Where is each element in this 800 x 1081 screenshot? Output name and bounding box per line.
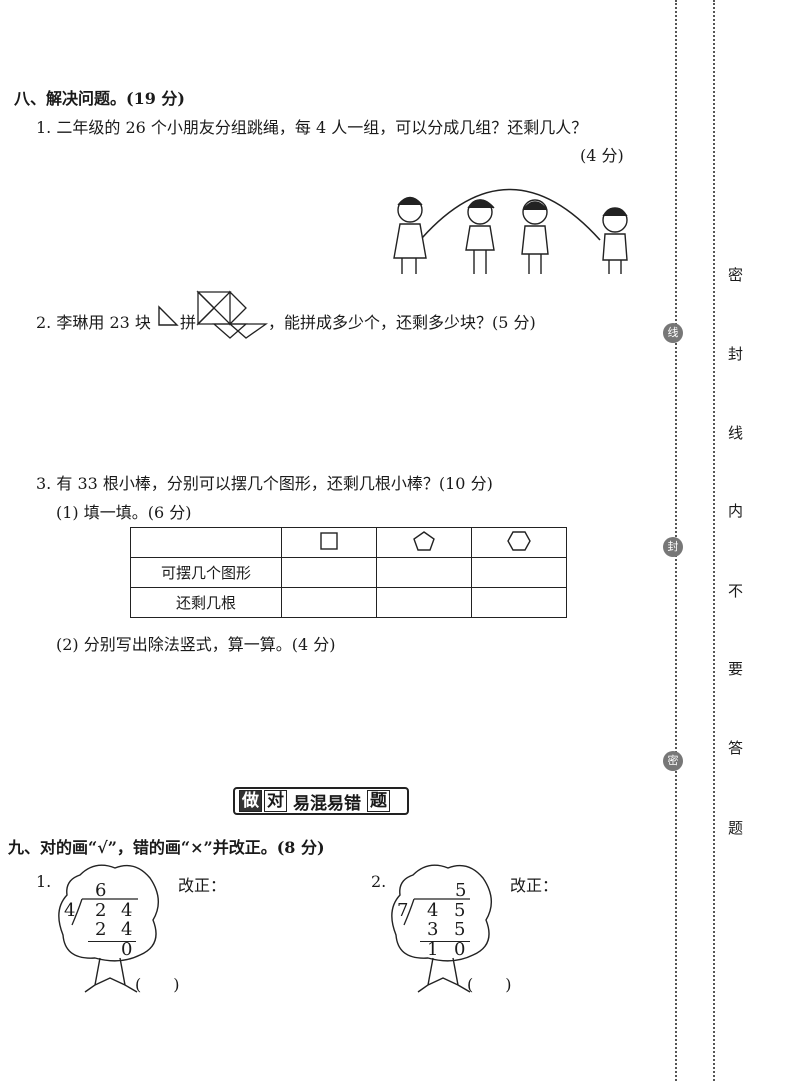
remainder: 0: [121, 939, 133, 960]
dividend-digit: 5: [454, 900, 466, 921]
quotient: 5: [455, 880, 467, 901]
quotient: 6: [95, 880, 107, 901]
division-bracket: [71, 898, 138, 926]
banner-char: 做: [239, 790, 262, 812]
answer-parentheses[interactable]: ( ): [135, 975, 180, 994]
banner-text: 易混易错: [293, 793, 361, 814]
jump-rope-kids-illustration: [393, 188, 628, 274]
question-3-part-1: (1) 填一填。(6 分): [56, 503, 192, 522]
question-2-middle: 拼: [180, 313, 197, 332]
seal-char: 密: [728, 266, 744, 284]
binding-dotted-line-outer: [713, 0, 715, 1081]
pentagon-icon: [413, 530, 435, 551]
table-answer-cell[interactable]: [471, 587, 567, 618]
seal-char: 答: [728, 739, 744, 757]
table-header-hexagon: [471, 527, 567, 558]
item-1-number: 1.: [36, 872, 52, 891]
table-answer-cell[interactable]: [376, 557, 472, 588]
product-digit: 4: [121, 919, 133, 940]
divisor: 7: [397, 900, 409, 921]
tangram-figure-icon: [196, 290, 268, 339]
table-header-pentagon: [376, 527, 472, 558]
subtraction-line: [88, 941, 136, 942]
product-digit: 3: [427, 919, 439, 940]
dividend-digit: 4: [427, 900, 439, 921]
question-1-score: (4 分): [580, 146, 624, 165]
table-header-empty: [130, 527, 282, 558]
remainder-digit: 0: [454, 939, 466, 960]
table-row-label: 还剩几根: [130, 587, 282, 618]
tree-outline-2: [391, 864, 492, 993]
table-header-square: [281, 527, 377, 558]
table-answer-cell[interactable]: [376, 587, 472, 618]
banner-char: 题: [367, 790, 390, 812]
seal-char: 封: [728, 345, 744, 363]
seal-char: 不: [728, 582, 744, 600]
remainder-digit: 1: [427, 939, 439, 960]
table-answer-cell[interactable]: [281, 587, 377, 618]
correction-label: 改正：: [510, 876, 559, 895]
seal-char: 要: [728, 660, 744, 678]
hexagon-icon: [507, 530, 531, 551]
question-2-prefix: 2. 李琳用 23 块: [36, 313, 151, 332]
product-digit: 2: [95, 919, 107, 940]
dividend-digit: 4: [121, 900, 133, 921]
correction-label: 改正：: [178, 876, 227, 895]
seal-char: 题: [728, 819, 744, 837]
seal-char: 内: [728, 502, 744, 520]
table-answer-cell[interactable]: [471, 557, 567, 588]
subtraction-line: [420, 941, 470, 942]
answer-parentheses[interactable]: ( ): [467, 975, 512, 994]
question-1-text: 1. 二年级的 26 个小朋友分组跳绳，每 4 人一组，可以分成几组？还剩几人？: [36, 118, 588, 137]
dividend-digit: 2: [95, 900, 107, 921]
tree-outline-1: [58, 864, 159, 993]
banner-char: 对: [264, 790, 287, 812]
square-icon: [320, 531, 338, 550]
triangle-tile-icon: [158, 305, 179, 326]
product-digit: 5: [454, 919, 466, 940]
seal-char: 线: [728, 424, 744, 442]
table-answer-cell[interactable]: [281, 557, 377, 588]
section-9-title: 九、对的画“√”，错的画“×”并改正。(8 分): [8, 838, 325, 857]
seal-dot: 线: [663, 323, 683, 343]
table-row-label: 可摆几个图形: [130, 557, 282, 588]
fill-in-table: 可摆几个图形 还剩几根: [130, 527, 567, 618]
question-3-part-2: (2) 分别写出除法竖式，算一算。(4 分): [56, 635, 336, 654]
error-prone-banner: 做 对 易混易错 题: [233, 787, 409, 815]
division-bracket: [403, 898, 470, 926]
seal-dot: 封: [663, 537, 683, 557]
seal-dot: 密: [663, 751, 683, 771]
question-2-suffix: ，能拼成多少个，还剩多少块？(5 分): [268, 313, 536, 332]
item-2-number: 2.: [371, 872, 387, 891]
section-8-title: 八、解决问题。(19 分): [14, 89, 185, 108]
question-3-text: 3. 有 33 根小棒，分别可以摆几个图形，还剩几根小棒？(10 分): [36, 474, 493, 493]
divisor: 4: [64, 900, 76, 921]
